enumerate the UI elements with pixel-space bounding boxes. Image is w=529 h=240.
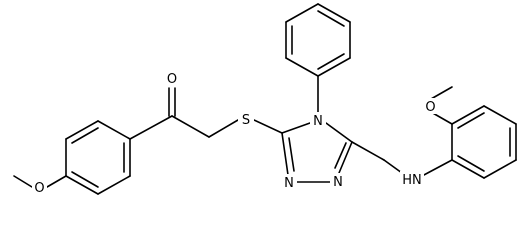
atom-n4-triazole: N (313, 114, 323, 129)
acyl-thioether-linker (129, 87, 283, 140)
atom-n2-triazole: N (284, 176, 294, 191)
atom-o-carbonyl: O (167, 72, 177, 87)
bond-ring-a2 (65, 120, 99, 140)
bond-ring-carbonyl (129, 115, 173, 140)
bond-n4-c5 (325, 122, 353, 143)
bond-o-methyl-right (430, 86, 453, 100)
bond-n2-c3-inner (288, 137, 295, 172)
bond-c3-n4 (281, 122, 311, 134)
bond-ring-c6 (451, 159, 485, 179)
bond-o-ring-left (46, 175, 67, 188)
bond-ring-c3 (483, 105, 517, 125)
bond-ring-a-inner3 (71, 171, 99, 188)
bond-ring-b4 (317, 3, 351, 23)
bond-ring-a-inner1 (71, 127, 99, 144)
atom-o-methoxy-left: O (34, 181, 44, 196)
bond-c5-n1-inner (334, 142, 347, 169)
bond-ring-a5 (97, 175, 131, 195)
bond-ring-c2 (451, 105, 485, 125)
bond-ch2-s (208, 119, 239, 138)
aminomethyl-linker (351, 141, 453, 177)
atom-o-methoxy-right: O (425, 100, 435, 115)
bond-nh-ring (421, 159, 453, 177)
bond-n2-c3 (281, 132, 289, 176)
atom-labels: O O S N N N HN O (32, 70, 438, 196)
bond-ring-a6 (65, 175, 99, 195)
atom-n1-triazole: N (333, 175, 343, 190)
bond-ring-b3 (285, 3, 319, 23)
bond-ring-b-inner2 (317, 10, 345, 27)
atom-nh-amine: HN (402, 173, 422, 188)
chemical-structure-diagram: O O S N N N HN O (13, 3, 517, 196)
bond-carbonyl-ch2 (171, 115, 210, 138)
bond-ring-c-inner1 (457, 112, 485, 129)
bond-ring-c-inner3 (457, 155, 485, 172)
bond-ring-a3 (97, 120, 131, 140)
bond-ch2-nh (383, 159, 403, 174)
right-methoxyphenyl-group (430, 86, 517, 179)
atom-s-thioether: S (242, 113, 250, 128)
bond-c5-ch2 (351, 141, 385, 161)
bond-ring-b6 (317, 57, 351, 77)
bond-ring-b-inner3 (317, 53, 345, 70)
n-phenyl-group (285, 3, 351, 113)
bond-c5-n1 (338, 141, 353, 174)
bond-ring-c5 (483, 159, 517, 179)
triazole-ring (281, 122, 353, 183)
bond-ring-b1 (285, 57, 319, 77)
left-methoxyphenyl-group (13, 120, 131, 195)
bond-methyl-o-left (13, 175, 33, 188)
bond-s-triazole (253, 119, 283, 134)
